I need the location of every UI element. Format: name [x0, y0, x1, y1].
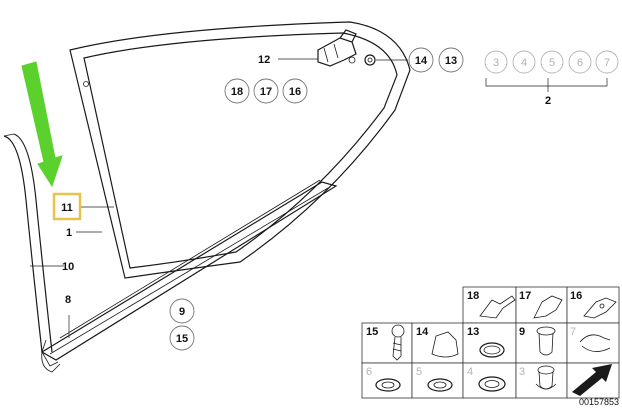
callout-15: 15 — [169, 325, 195, 351]
callout-2: 2 — [545, 95, 551, 107]
callout-17: 17 — [253, 78, 279, 104]
svg-text:6: 6 — [577, 57, 583, 69]
svg-text:18: 18 — [467, 290, 479, 302]
callout-8: 8 — [65, 294, 71, 306]
svg-text:6: 6 — [366, 366, 372, 378]
svg-text:7: 7 — [604, 57, 610, 69]
leader-lines — [30, 58, 608, 338]
svg-text:13: 13 — [445, 55, 457, 67]
callout-12: 12 — [258, 54, 270, 66]
window-hinge — [317, 29, 376, 67]
svg-text:11: 11 — [61, 202, 73, 214]
set-group: 3 4 5 6 7 — [484, 50, 619, 74]
svg-text:16: 16 — [289, 86, 301, 98]
lower-seal-strip — [40, 179, 338, 373]
callout-1: 1 — [66, 227, 72, 239]
svg-text:4: 4 — [467, 366, 473, 378]
svg-text:16: 16 — [570, 290, 582, 302]
table-row-2: 15 14 13 9 7 — [361, 322, 620, 364]
callout-16: 16 — [282, 78, 308, 104]
direction-arrow-icon — [572, 364, 612, 396]
callout-13: 13 — [438, 47, 464, 73]
callout-11-highlight: 11 — [52, 192, 82, 221]
svg-text:17: 17 — [260, 86, 272, 98]
reference-number: 00157853 — [579, 397, 619, 407]
svg-text:9: 9 — [179, 306, 185, 318]
svg-text:1: 1 — [66, 227, 72, 239]
svg-text:15: 15 — [366, 326, 378, 338]
svg-text:17: 17 — [519, 290, 531, 302]
svg-text:7: 7 — [570, 326, 576, 338]
svg-text:14: 14 — [416, 326, 429, 338]
frame-seal — [3, 133, 53, 353]
parts-table: 18 17 16 15 14 13 9 7 — [361, 286, 620, 399]
svg-text:12: 12 — [258, 54, 270, 66]
svg-text:3: 3 — [493, 57, 499, 69]
svg-text:10: 10 — [62, 261, 74, 273]
svg-text:15: 15 — [176, 333, 188, 345]
svg-text:13: 13 — [467, 326, 479, 338]
svg-text:5: 5 — [416, 366, 422, 378]
svg-text:14: 14 — [415, 55, 428, 67]
table-row-1: 18 17 16 — [462, 286, 620, 324]
callout-14: 14 — [408, 47, 434, 73]
svg-text:4: 4 — [521, 57, 527, 69]
callout-10: 10 — [62, 261, 74, 273]
callout-9: 9 — [169, 298, 195, 324]
svg-text:8: 8 — [65, 294, 71, 306]
svg-text:9: 9 — [519, 326, 525, 338]
svg-text:3: 3 — [519, 366, 525, 378]
svg-text:18: 18 — [231, 86, 243, 98]
svg-text:2: 2 — [545, 95, 551, 107]
table-row-3: 6 5 4 3 — [361, 362, 620, 399]
svg-text:5: 5 — [549, 57, 555, 69]
green-arrow — [21, 61, 63, 188]
quarter-window-glass — [69, 21, 411, 279]
callout-18: 18 — [224, 78, 250, 104]
